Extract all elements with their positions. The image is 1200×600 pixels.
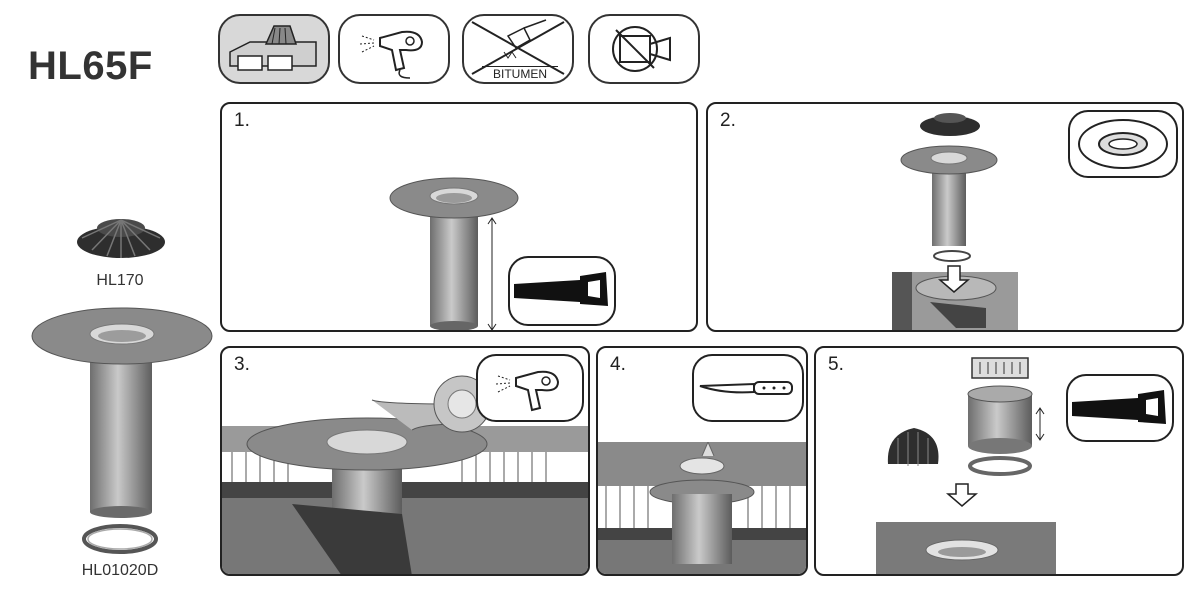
no-bitumen-icon: BITUMEN: [462, 14, 574, 84]
hot-air-gun-icon: [476, 354, 584, 422]
no-camera-icon: [588, 14, 700, 84]
step-number: 3.: [234, 354, 250, 375]
bitumen-label: BITUMEN: [482, 66, 558, 81]
flat-roof-icon: [218, 14, 330, 84]
outlet-hl65f-image: [28, 306, 216, 518]
saw-icon: [1066, 374, 1174, 442]
step-5-panel: 5.: [814, 346, 1184, 576]
ring-label: HL01020D: [81, 562, 159, 579]
hot-air-gun-icon: [338, 14, 450, 84]
step-number: 1.: [234, 110, 250, 131]
step-3-panel: 3.: [220, 346, 590, 576]
saw-icon: [508, 256, 616, 326]
step-4-panel: 4.: [596, 346, 808, 576]
sealing-ring-icon: [1068, 110, 1178, 178]
step-number: 5.: [828, 354, 844, 375]
step-2-panel: 2.: [706, 102, 1184, 332]
sealing-ring-image: [80, 522, 160, 556]
product-title: HL65F: [28, 44, 153, 88]
step-1-panel: 1.: [220, 102, 698, 332]
grate-label: HL170: [96, 272, 144, 289]
grate-hl170-image: [72, 206, 170, 264]
step-number: 4.: [610, 354, 626, 375]
step-number: 2.: [720, 110, 736, 131]
knife-icon: [692, 354, 804, 422]
